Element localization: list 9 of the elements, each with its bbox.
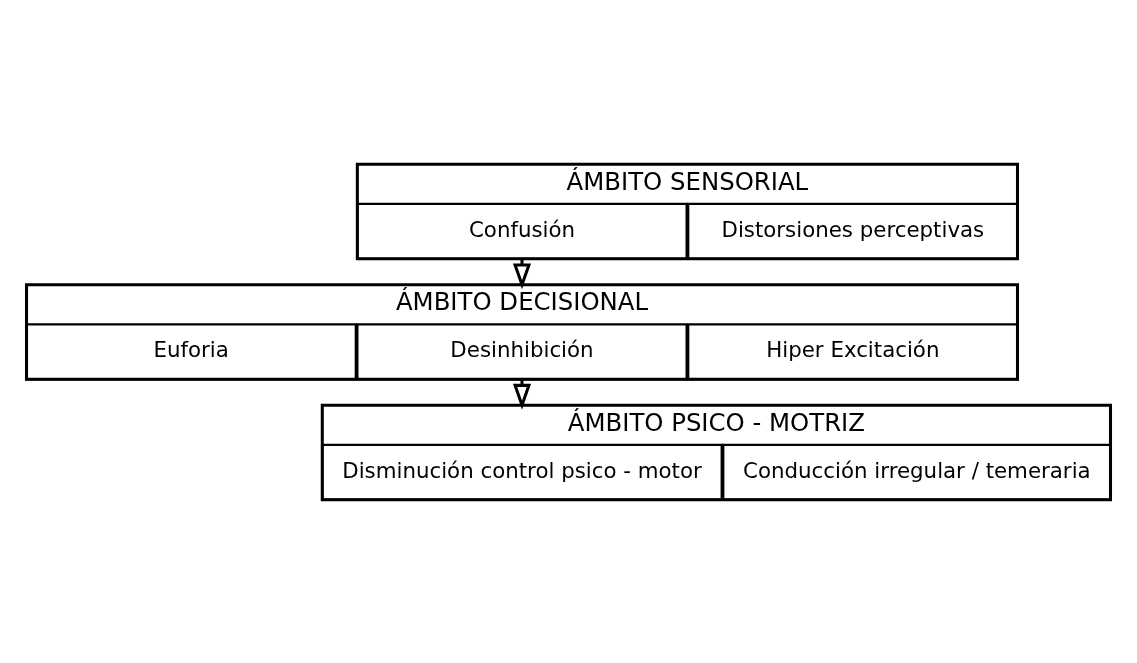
node-box: Euforia (25, 322, 357, 380)
node-box: Confusión (356, 202, 688, 260)
arrow (512, 378, 532, 410)
node-box: Hiper Excitación (687, 322, 1019, 380)
node-box: Conducción irregular / temeraria (722, 443, 1112, 501)
node-box: Disminución control psico - motor (321, 443, 723, 501)
node-box: Distorsiones perceptivas (687, 202, 1019, 260)
node-box: Desinhibición (356, 322, 688, 380)
arrow (512, 258, 532, 289)
